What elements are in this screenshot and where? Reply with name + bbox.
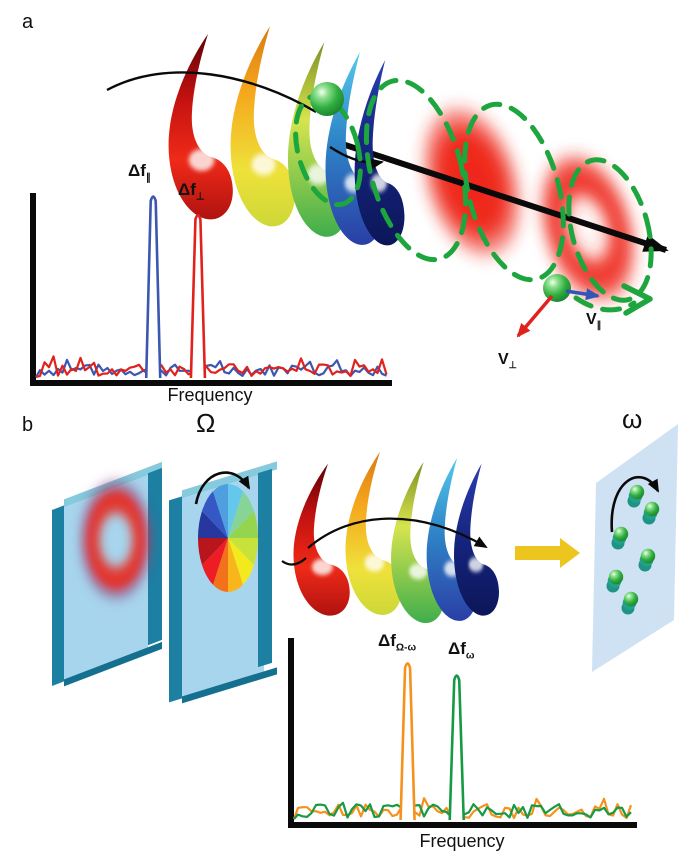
- donut-beam-profile: [76, 474, 156, 606]
- peak-label-df-omega-diff: ΔfΩ-ω: [378, 631, 417, 654]
- x-axis-label-b: Frequency: [419, 831, 505, 851]
- peak-label-df-omega: Δfω: [448, 639, 475, 662]
- phase-swoosh-a: [106, 71, 384, 170]
- yellow-transform-arrow: [515, 538, 580, 568]
- v-parallel-label: V∥: [586, 311, 602, 332]
- phase-swoosh-b: [281, 517, 488, 566]
- panel-a-label: a: [22, 11, 34, 33]
- spectrum-a: [30, 193, 392, 386]
- panel-b-label: b: [22, 414, 34, 436]
- beam-cross-sections: [418, 100, 640, 308]
- observation-screen: [592, 424, 678, 672]
- helix-a: [168, 26, 405, 246]
- x-axis-label-a: Frequency: [167, 385, 253, 405]
- peak-label-df-perp: Δf⊥: [178, 180, 205, 203]
- v-perp-arrow: [516, 294, 554, 338]
- peak-label-df-parallel: Δf∥: [128, 161, 151, 184]
- helix-b: [293, 451, 499, 624]
- v-parallel-arrow: [565, 288, 600, 301]
- phase-color-wheel: [198, 484, 258, 592]
- omega-label: ω: [622, 404, 643, 434]
- capital-omega-label: Ω: [196, 408, 216, 438]
- omega-cap-rotation-arrow: [194, 471, 251, 505]
- particle-sphere-on-beam: [543, 274, 571, 302]
- spectrum-b: [288, 638, 637, 828]
- spiral-arrowhead: [621, 283, 653, 316]
- omega-rotation-arrow: [610, 475, 660, 533]
- v-perp-label: V⊥: [498, 351, 518, 372]
- particle-sphere-on-helix: [310, 82, 344, 116]
- beam-axis-arrow: [329, 137, 669, 253]
